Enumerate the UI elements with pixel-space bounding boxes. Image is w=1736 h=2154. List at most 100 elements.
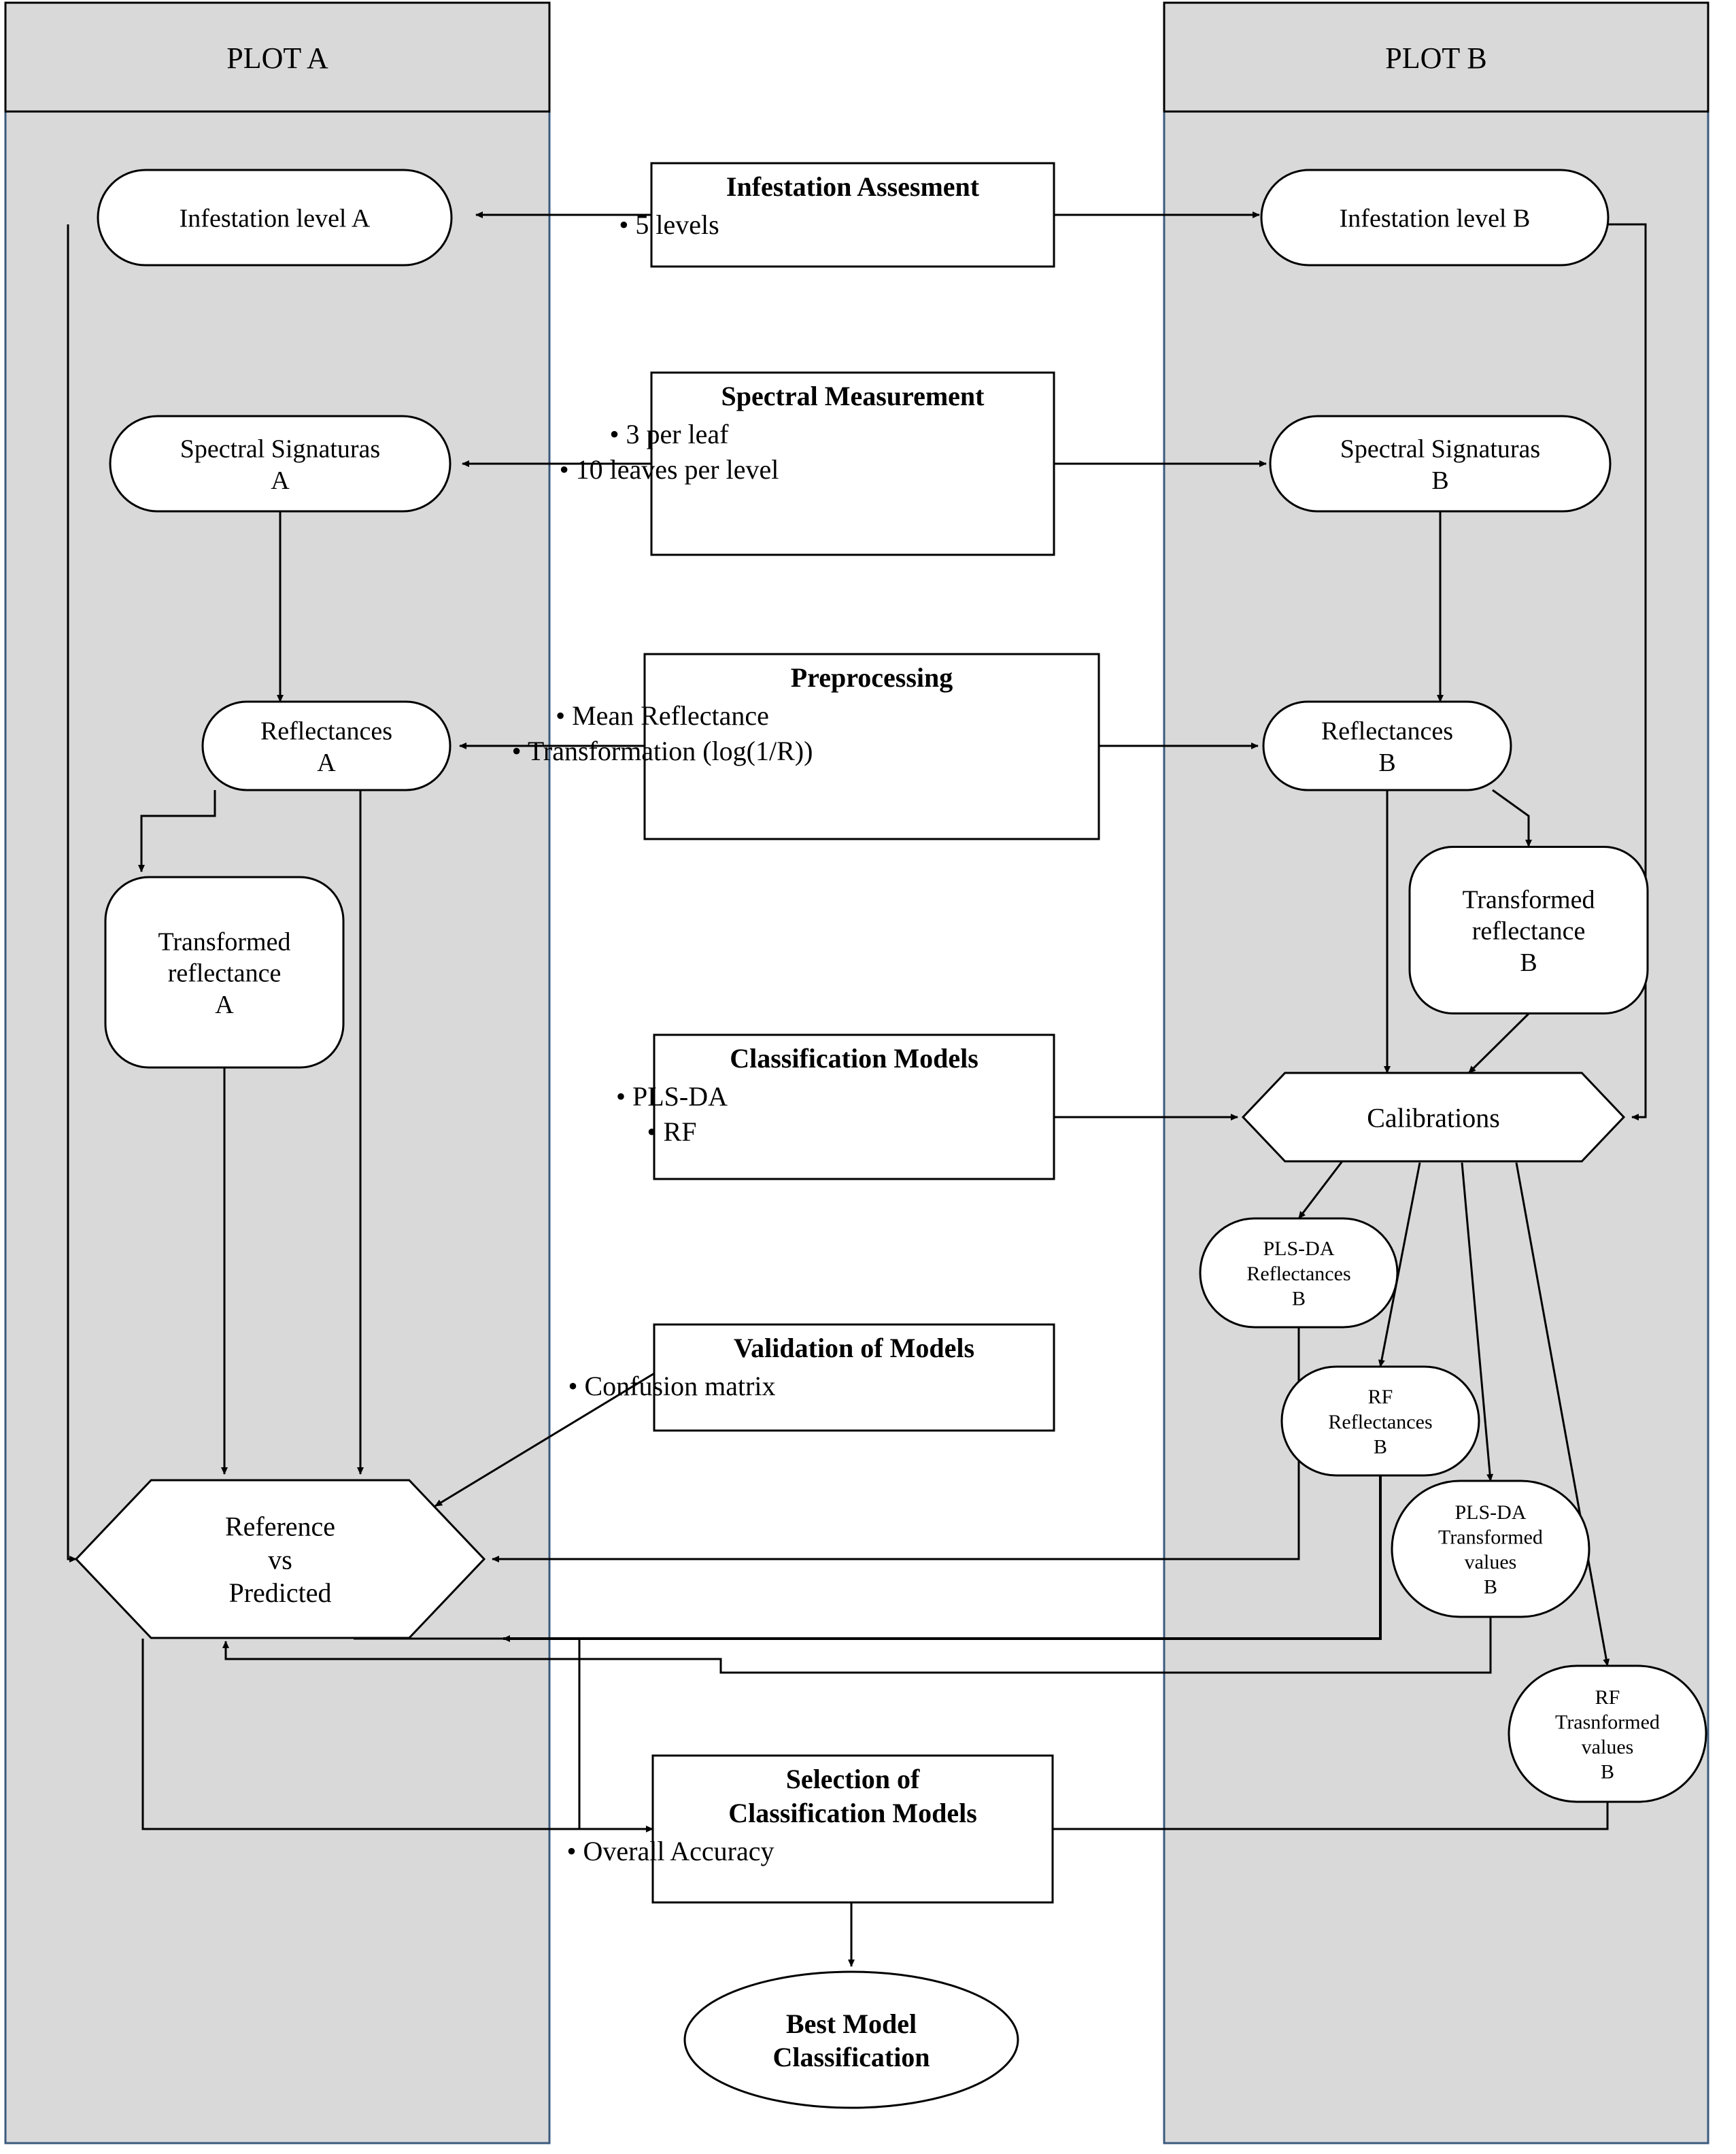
- box-bullet: • 3 per leaf: [609, 419, 729, 449]
- box-preprocessing[interactable]: Preprocessing• Mean Reflectance• Transfo…: [512, 653, 1100, 840]
- node-label-line: Spectral Signaturas: [1340, 435, 1540, 464]
- box-bullet: • RF: [647, 1116, 697, 1147]
- box-bullet: • 10 leaves per level: [560, 454, 779, 485]
- nodes-layer: Infestation Assesment• 5 levelsSpectral …: [74, 162, 1707, 2109]
- edge-calibrations-to-plsda-refl-b: [1297, 1155, 1348, 1219]
- node-shape: [1260, 169, 1610, 267]
- node-label-line: A: [271, 466, 290, 495]
- node-label-line: Calibrations: [1367, 1102, 1500, 1133]
- node-label-line: B: [1292, 1287, 1306, 1310]
- box-validation-of-models[interactable]: Validation of Models • Confusion matrix: [568, 1323, 1055, 1432]
- box-title: Selection of: [786, 1764, 920, 1794]
- panel-title: PLOT B: [1385, 41, 1487, 75]
- node-shape: [1508, 1664, 1707, 1803]
- node-shape: [97, 169, 453, 267]
- box-spectral-measurement[interactable]: Spectral Measurement • 3 per leaf • 10 lea…: [560, 371, 1055, 556]
- panel-title: PLOT A: [226, 41, 328, 75]
- box-title: Spectral Measurement: [721, 381, 985, 411]
- node-label-line: Best Model: [786, 2008, 917, 2039]
- node-shape: [1269, 415, 1612, 513]
- node-label-line: Reflectances: [1321, 717, 1453, 746]
- node-label-line: Predicted: [228, 1577, 331, 1608]
- node-shape: [683, 1970, 1019, 2109]
- edge-transformed-b-to-calibrations: [1467, 1012, 1530, 1074]
- edge-reflectances-a-to-transformed-a: [138, 790, 216, 872]
- node-label-line: B: [1431, 466, 1448, 495]
- box-selection-of-classification-models[interactable]: Selection of Classification Models • Overa…: [567, 1754, 1054, 1904]
- node-label-line: B: [1484, 1576, 1497, 1599]
- edge-calibrations-to-plsda-trans-b: [1461, 1162, 1494, 1482]
- panel-body: [4, 1, 551, 2144]
- box-bullet: • PLS-DA: [616, 1081, 728, 1112]
- box-shape: [650, 162, 1055, 268]
- node-label-line: Transformed: [1438, 1526, 1543, 1549]
- node-shape: [1241, 1072, 1626, 1163]
- node-label-line: Reflectances: [260, 717, 392, 746]
- node-label-line: Reference: [225, 1511, 335, 1542]
- node-infestation-level-a[interactable]: Infestation level A: [97, 169, 453, 267]
- node-label-line: A: [215, 991, 234, 1019]
- node-infestation-level-b[interactable]: Infestation level B: [1260, 169, 1610, 267]
- node-shape: [74, 1479, 486, 1639]
- edge-level-b-to-calibrations: [1608, 223, 1647, 1121]
- box-title: Classification Models: [730, 1043, 978, 1074]
- node-shape: [1408, 846, 1649, 1014]
- node-label-line: RF: [1368, 1386, 1393, 1408]
- panel-header: [4, 1, 551, 113]
- node-label-line: Classification: [772, 2042, 930, 2072]
- box-bullet: • Overall Accuracy: [567, 1836, 775, 1866]
- node-calibrations[interactable]: Calibrations: [1241, 1072, 1626, 1163]
- node-shape: [1262, 700, 1512, 791]
- node-label-line: B: [1520, 948, 1537, 977]
- box-title: Classification Models: [728, 1798, 977, 1828]
- edge-rf-refl-b-to-reference: [503, 1475, 1382, 1642]
- edge-calibrations-to-rf-trans-b: [1515, 1162, 1610, 1666]
- node-label-line: A: [317, 749, 336, 777]
- node-shape: [1391, 1480, 1590, 1618]
- box-title: Infestation Assesment: [726, 171, 980, 202]
- edge-level-a-to-reference: [67, 224, 77, 1562]
- box-shape: [650, 371, 1055, 556]
- node-label-line: Infestation level B: [1340, 205, 1531, 233]
- node-shape: [1280, 1365, 1480, 1477]
- panel-header: [1163, 1, 1709, 113]
- box-shape: [653, 1033, 1055, 1180]
- box-infestation-assesment[interactable]: Infestation Assesment• 5 levels: [619, 162, 1055, 268]
- edges-layer: [67, 211, 1647, 1967]
- node-label-line: RF: [1595, 1686, 1620, 1709]
- node-label-line: Transformed: [158, 927, 291, 956]
- node-label-line: reflectance: [168, 959, 282, 988]
- node-shape: [1199, 1217, 1399, 1329]
- edge-reference-to-selection: [141, 1639, 653, 1832]
- node-label-line: vs: [268, 1544, 292, 1575]
- box-title: Validation of Models: [734, 1333, 974, 1363]
- box-shape: [651, 1754, 1054, 1904]
- edge-validation-to-reference: [435, 1372, 655, 1507]
- edge-reflectances-b-to-transformed-b: [1492, 789, 1532, 847]
- node-label-line: Reflectances: [1328, 1411, 1432, 1433]
- node-shape: [109, 415, 452, 513]
- panel-plot-a: PLOT A: [4, 1, 551, 2144]
- box-bullet: • Mean Reflectance: [556, 700, 769, 731]
- node-label-line: Reflectances: [1246, 1263, 1350, 1285]
- node-label-line: PLS-DA: [1263, 1237, 1334, 1260]
- box-title: Preprocessing: [791, 662, 953, 693]
- node-label-line: reflectance: [1472, 917, 1586, 946]
- box-classification-models[interactable]: Classification Models• PLS-DA • RF: [616, 1033, 1055, 1180]
- box-bullet: • Confusion matrix: [568, 1371, 775, 1401]
- node-label-line: B: [1378, 749, 1395, 777]
